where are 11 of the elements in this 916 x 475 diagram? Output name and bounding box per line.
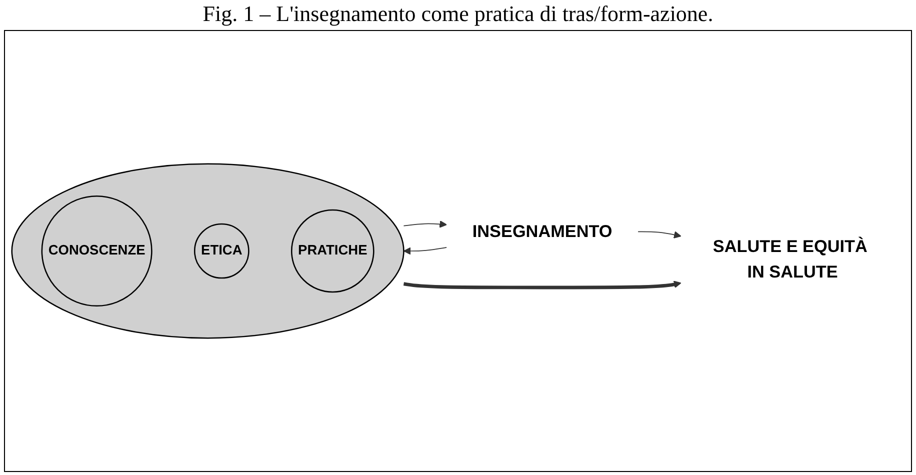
arrow (403, 280, 682, 290)
node-text: SALUTE E EQUITÀ IN SALUTE (712, 237, 868, 282)
node-text: INSEGNAMENTO (472, 222, 612, 242)
cluster (11, 163, 404, 339)
arrow (403, 247, 448, 255)
arrow (638, 231, 682, 238)
arrow (403, 220, 447, 228)
node-circle: PRATICHE (290, 209, 374, 293)
node-circle: CONOSCENZE (41, 195, 152, 307)
node-circle: ETICA (194, 223, 250, 279)
figure-title: Fig. 1 – L'insegnamento come pratica di tras/form-azione. (202, 0, 714, 28)
